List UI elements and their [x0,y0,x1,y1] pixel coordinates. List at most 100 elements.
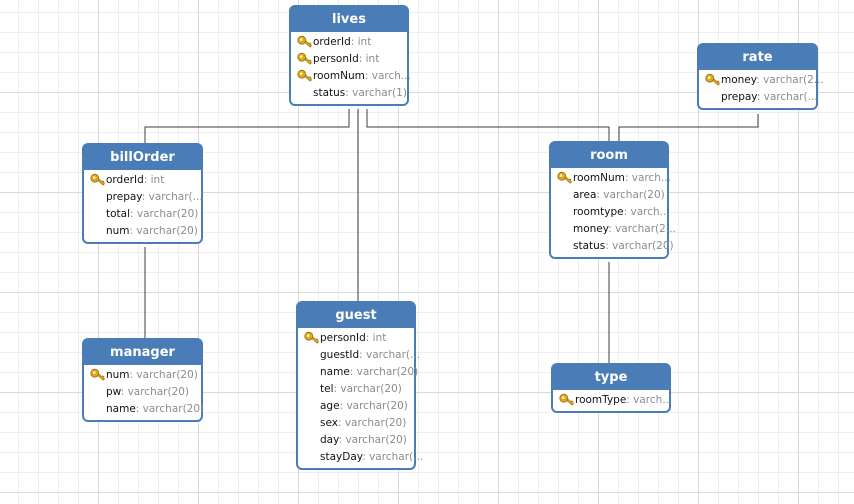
field-type: : varchar(20) [135,403,205,415]
field-name: area [573,189,597,201]
field-type: : int [350,36,372,48]
field-spacer [304,399,320,412]
field-row[interactable]: tel: varchar(20) [298,381,414,398]
field-row[interactable]: area: varchar(20) [551,187,667,204]
field-spacer [90,385,106,398]
field-row[interactable]: orderId: int [291,34,407,51]
field-row[interactable]: sex: varchar(20) [298,415,414,432]
field-name: num [106,369,130,381]
field-name: num [106,225,130,237]
entity-type[interactable]: type roomType: varch... [551,363,672,413]
field-name: personId [320,332,366,344]
field-row[interactable]: num: varchar(20) [84,223,201,240]
field-row[interactable]: num: varchar(20) [84,367,201,384]
field-name: stayDay [320,451,363,463]
field-row[interactable]: prepay: varchar(... [84,189,203,206]
field-type: : varch... [624,172,671,184]
field-name: roomType [575,394,627,406]
field-row[interactable]: prepay: varchar(... [699,89,818,106]
field-name: age [320,400,340,412]
field-spacer [90,402,106,415]
field-name: guestId [320,349,360,361]
field-row[interactable]: total: varchar(20) [84,206,201,223]
field-type: : varchar(1) [345,87,407,99]
relationship-line-lives-billOrder[interactable] [144,109,350,143]
primary-key-icon [557,171,573,184]
field-type: : varchar(20) [349,366,419,378]
entity-title[interactable]: billOrder [84,145,201,170]
field-row[interactable]: personId: int [298,330,414,347]
field-name: status [573,240,606,252]
field-row[interactable]: orderId: int [84,172,201,189]
field-type: : int [143,174,165,186]
field-row[interactable]: money: varchar(2... [699,72,824,89]
field-spacer [304,365,320,378]
field-row[interactable]: day: varchar(20) [298,432,414,449]
entity-title[interactable]: lives [291,7,407,32]
field-name: orderId [313,36,351,48]
field-type: : varchar(20) [129,225,198,237]
primary-key-icon [559,393,575,406]
field-type: : varchar(20) [130,208,199,220]
field-spacer [705,90,721,103]
field-spacer [304,348,320,361]
entity-title[interactable]: type [553,365,669,390]
field-name: name [106,403,136,415]
field-row[interactable]: name: varchar(20) [84,401,205,418]
field-row[interactable]: roomNum: varch... [551,170,671,187]
field-type: : varchar(... [141,191,203,203]
field-name: roomNum [313,70,365,82]
field-row[interactable]: name: varchar(20) [298,364,418,381]
field-row[interactable]: status: varchar(1) [291,85,407,102]
field-row[interactable]: pw: varchar(20) [84,384,201,401]
field-row[interactable]: roomNum: varch... [291,68,411,85]
field-row[interactable]: roomtype: varch... [551,204,670,221]
entity-title[interactable]: room [551,143,667,168]
field-type: : varchar(... [359,349,421,361]
field-row[interactable]: stayDay: varchar(... [298,449,423,466]
field-spacer [90,190,106,203]
field-type: : int [365,332,387,344]
field-spacer [90,224,106,237]
field-spacer [557,239,573,252]
field-name: roomNum [573,172,625,184]
field-name: money [573,223,609,235]
field-row[interactable]: guestId: varchar(... [298,347,420,364]
primary-key-icon [297,35,313,48]
field-type: : varchar(20) [338,434,407,446]
field-row[interactable]: money: varchar(2... [551,221,676,238]
field-row[interactable]: age: varchar(20) [298,398,414,415]
entity-title[interactable]: guest [298,303,414,328]
primary-key-icon [297,69,313,82]
field-list: money: varchar(2...prepay: varchar(... [699,70,824,108]
field-spacer [557,222,573,235]
field-type: : varchar(20) [120,386,190,398]
field-row[interactable]: status: varchar(20) [551,238,674,255]
field-type: : varchar(2... [608,223,676,235]
field-row[interactable]: personId: int [291,51,407,68]
field-name: status [313,87,346,99]
field-name: day [320,434,339,446]
relationship-line-rate-room[interactable] [618,114,759,141]
entity-title[interactable]: rate [699,45,816,70]
field-row[interactable]: roomType: varch... [553,392,672,409]
field-name: sex [320,417,338,429]
field-spacer [557,188,573,201]
primary-key-icon [90,173,106,186]
field-spacer [304,382,320,395]
field-name: roomtype [573,206,624,218]
field-name: total [106,208,131,220]
field-type: : varchar(20) [333,383,402,395]
field-name: tel [320,383,334,395]
relationship-line-lives-room[interactable] [366,109,610,141]
entity-title[interactable]: manager [84,340,201,365]
